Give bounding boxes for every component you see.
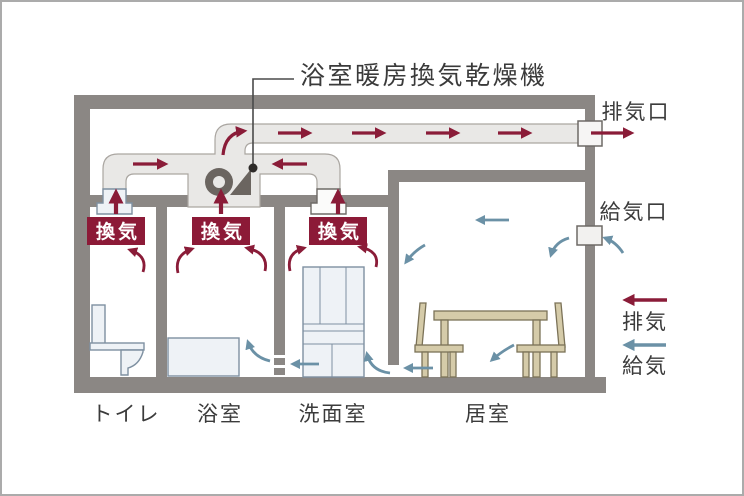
supply-inlet-label: 給気口: [600, 201, 669, 224]
callout: 浴室暖房換気乾燥機: [248, 62, 548, 173]
cabinet-icon: [302, 266, 365, 378]
supply-flow-arrows: [245, 214, 625, 375]
supply-inlet-vent: [576, 225, 603, 246]
legend-exhaust-label: 排気: [622, 311, 668, 334]
legend: 排気 給気: [622, 293, 668, 378]
chair-icon: [414, 302, 464, 378]
duct-network: [102, 123, 601, 208]
wall-bath-wash: [274, 207, 285, 355]
room-label-washroom: 洗面室: [299, 403, 368, 426]
wall-toilet-bath: [156, 207, 167, 377]
bathtub-icon: [167, 337, 240, 377]
room-label-bath: 浴室: [197, 403, 243, 426]
vent-badge: 換気: [87, 217, 145, 245]
ceiling-living-room: [388, 170, 595, 182]
exhaust-flow-arrows: [108, 126, 635, 274]
door-undercut-dash: [274, 358, 285, 365]
vent-badge-label: 換気: [201, 220, 245, 243]
chair-icon: [516, 302, 566, 378]
vent-badge: 換気: [192, 217, 250, 245]
vent-badge-label: 換気: [318, 220, 362, 243]
vent-badge: 換気: [309, 217, 367, 245]
legend-supply-label: 給気: [622, 355, 668, 378]
top-wall: [74, 95, 595, 109]
door-undercut-dash: [274, 368, 285, 375]
fan-icon: [205, 168, 251, 196]
toilet-icon: [89, 304, 145, 376]
callout-label: 浴室暖房換気乾燥機: [300, 62, 548, 90]
room-label-living: 居室: [465, 403, 511, 426]
callout-dot: [248, 163, 258, 173]
wall-wash-living: [388, 170, 399, 365]
room-label-toilet: トイレ: [92, 403, 161, 426]
vent-badge-label: 換気: [96, 220, 140, 243]
floor: [74, 377, 606, 393]
left-wall: [74, 95, 90, 377]
exhaust-outlet-label: 排気口: [602, 101, 671, 124]
